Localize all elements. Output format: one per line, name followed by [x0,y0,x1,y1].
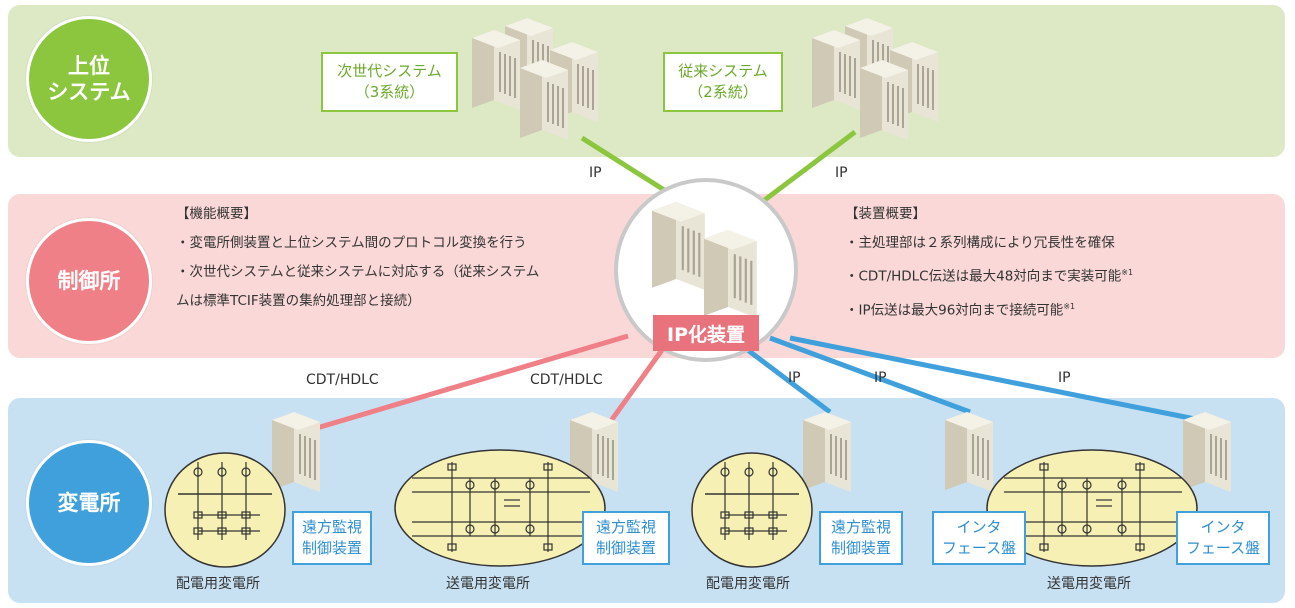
remote-control-device-2: 遠方監視 制御装置 [582,511,670,565]
link-ip-2 [769,335,971,415]
function-overview-item: ・次世代システムと従来システムに対応する（従来システム [176,264,540,280]
function-overview-title: 【機能概要】 [176,206,257,222]
legacy-system-label: 従来システム （2系統） [663,52,783,112]
layer-control-center: 制御所 [26,218,152,344]
link-ip-3 [789,335,1201,423]
link-label-cdt-2: CDT/HDLC [530,372,603,388]
footnote-mark: ※1 [1121,268,1134,277]
transmission-substation-diagram-1 [394,449,606,567]
function-overview-item: ・変電所側装置と上位システム間のプロトコル変換を行う [176,235,527,251]
substation-server-4 [944,411,994,493]
next-gen-system-label: 次世代システム （3系統） [321,52,458,112]
distribution-substation-diagram-1 [164,452,286,568]
link-cdt-2 [605,348,665,427]
legacy-server-cluster [811,17,939,141]
link-label-ip-1: IP [788,370,801,386]
substation-server-3 [802,411,852,493]
upper-system-band [8,5,1285,157]
device-overview: 【装置概要】 ・主処理部は２系列構成により冗長性を確保 ・CDT/HDLC伝送は… [845,200,1265,325]
link-label-ip-legacy: IP [835,165,848,181]
layer-upper-system: 上位 システム [26,16,152,142]
transmission-substation-diagram-2 [986,449,1198,567]
function-overview: 【機能概要】 ・変電所側装置と上位システム間のプロトコル変換を行う ・次世代シス… [176,200,606,316]
link-label-ip-next-gen: IP [589,165,602,181]
interface-panel-1: インタ フェース盤 [932,511,1026,565]
layer-substation: 変電所 [26,440,152,566]
remote-control-device-1: 遠方監視 制御装置 [292,511,372,565]
link-label-ip-2: IP [874,370,887,386]
substation-server-1 [271,411,321,493]
substation-server-5 [1182,411,1232,493]
next-gen-server-cluster [471,17,599,141]
device-overview-item: ・IP伝送は最大96対向まで接続可能※1 [845,301,1076,319]
substation-caption-distribution-2: 配電用変電所 [706,576,790,592]
link-ip-1 [743,346,832,414]
substation-caption-transmission-1: 送電用変電所 [446,576,530,592]
substation-caption-distribution-1: 配電用変電所 [176,576,260,592]
device-overview-title: 【装置概要】 [845,206,926,222]
remote-control-device-3: 遠方監視 制御装置 [819,511,903,565]
link-label-ip-3: IP [1058,370,1071,386]
link-ip-legacy [756,130,857,207]
substation-caption-transmission-2: 送電用変電所 [1047,576,1131,592]
distribution-substation-diagram-2 [691,452,813,568]
interface-panel-2: インタ フェース盤 [1176,511,1270,565]
ip-device-label: IP化装置 [653,315,759,351]
device-overview-item: ・主処理部は２系列構成により冗長性を確保 [845,235,1115,251]
device-overview-item: ・CDT/HDLC伝送は最大48対向まで実装可能※1 [845,268,1134,285]
function-overview-item: ムは標準TCIF装置の集約処理部と接続） [176,293,421,309]
footnote-mark: ※1 [1063,301,1076,311]
link-cdt-1 [309,333,629,433]
link-label-cdt-1: CDT/HDLC [306,372,379,388]
